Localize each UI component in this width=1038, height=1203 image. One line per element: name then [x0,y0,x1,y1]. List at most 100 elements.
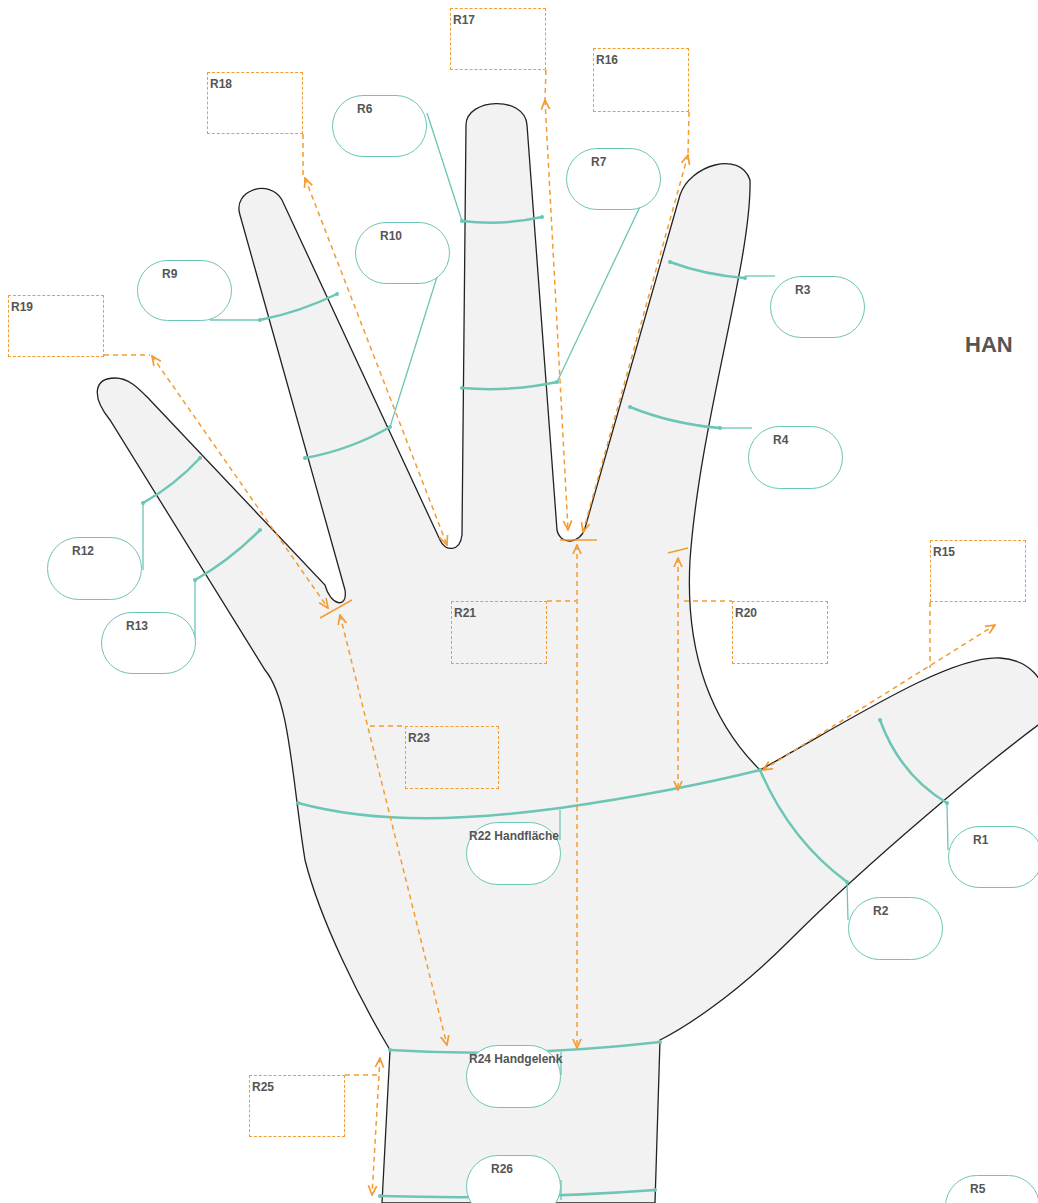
callout-number: R6 [357,102,426,116]
measure-callout: R26 [466,1155,561,1203]
measure-callout: R6 [332,95,427,157]
callout-number: R17 [453,13,545,27]
measure-point [258,318,262,322]
callout-number: R10 [380,229,449,243]
callout-number: R21 [454,606,546,620]
dimension-arrow [576,545,578,1048]
callout-number: R19 [11,300,103,314]
measure-point [198,456,202,460]
measure-line [630,407,720,428]
measure-line [462,217,542,223]
leader-line [847,882,848,920]
measure-callout: R3 [770,276,865,338]
leader-line [194,580,195,640]
leader-line [720,427,752,428]
measure-point [460,386,464,390]
measure-point [668,260,672,264]
measure-line [760,770,847,882]
measure-point [758,768,762,772]
callout-number: R1 [973,833,1038,847]
measure-point [303,456,307,460]
measure-point [335,292,339,296]
measure-line [298,770,760,818]
leader-line [427,113,462,221]
dimension-callout: R18 [207,72,303,134]
dimension-callout: R17 [450,8,546,70]
measure-point [718,426,722,430]
callout-number: R25 [252,1080,344,1094]
measure-callout: R9 [137,260,232,321]
callout-number: R16 [596,53,688,67]
measure-callout: R7 [566,148,661,210]
measure-point [653,1188,657,1192]
dimension-callout: R21 [451,601,547,664]
dimension-extension [370,725,405,727]
callout-number: R2 [873,904,942,918]
measure-point [628,405,632,409]
measure-line [305,427,390,458]
dimension-extension [684,600,732,602]
measure-callout: R1 [948,826,1038,888]
callout-number: R9 [162,267,231,281]
measure-callout: R24 Handgelenk [466,1045,561,1108]
measure-point [141,501,145,505]
measure-line [195,530,260,580]
measure-point [296,801,300,805]
measure-callout: R4 [748,426,843,489]
measure-point [193,578,197,582]
dimension-arrow [583,155,688,532]
dimension-arrow [677,558,679,790]
measure-line [260,294,337,320]
dimension-callout: R15 [930,540,1026,602]
measure-callout: R22 Handfläche [466,822,561,885]
measure-point [388,1048,392,1052]
dimension-arrow [152,356,328,608]
measure-callout: R13 [101,612,196,674]
callout-number: R20 [735,606,827,620]
measure-callout: R5 [945,1175,1038,1203]
measure-point [378,1194,382,1198]
dimension-arrow [372,1058,380,1195]
measure-line [670,262,745,278]
measure-line [462,382,557,389]
dimension-extension [547,600,576,602]
measure-point [555,380,559,384]
dimension-callout: R25 [249,1075,345,1137]
measure-point [878,718,882,722]
callout-number: R18 [210,77,302,91]
measure-point [460,219,464,223]
dimension-extension [545,70,546,100]
leader-line [559,810,560,840]
measure-line [143,458,200,503]
leader-line [745,275,775,276]
callout-number: R15 [933,545,1025,559]
dimension-callout: R19 [8,295,104,357]
measure-callout: R2 [848,897,943,960]
callout-number: R26 [491,1162,560,1176]
measure-point [845,880,849,884]
dimension-extension [104,354,150,356]
callout-number: R23 [408,731,498,745]
dimension-callout: R20 [732,601,828,664]
measure-callout: R10 [355,222,450,284]
callout-number: R3 [795,283,864,297]
dimension-tick [320,600,352,618]
measure-callout: R12 [47,537,142,600]
measure-point [743,276,747,280]
dimension-extension [929,602,931,668]
measure-point [388,425,392,429]
diagram-title: HAN [965,332,1013,358]
measure-point [540,215,544,219]
measure-line [880,720,947,803]
callout-number: R7 [591,155,660,169]
callout-number: R5 [970,1182,1038,1196]
measure-point [945,801,949,805]
measure-point [258,528,262,532]
leader-line [142,503,143,570]
dimension-callout: R16 [593,48,689,112]
dimension-arrow [545,100,568,530]
dimension-extension [345,1074,377,1076]
callout-number: R22 Handfläche [469,829,560,843]
leader-line [947,803,948,850]
